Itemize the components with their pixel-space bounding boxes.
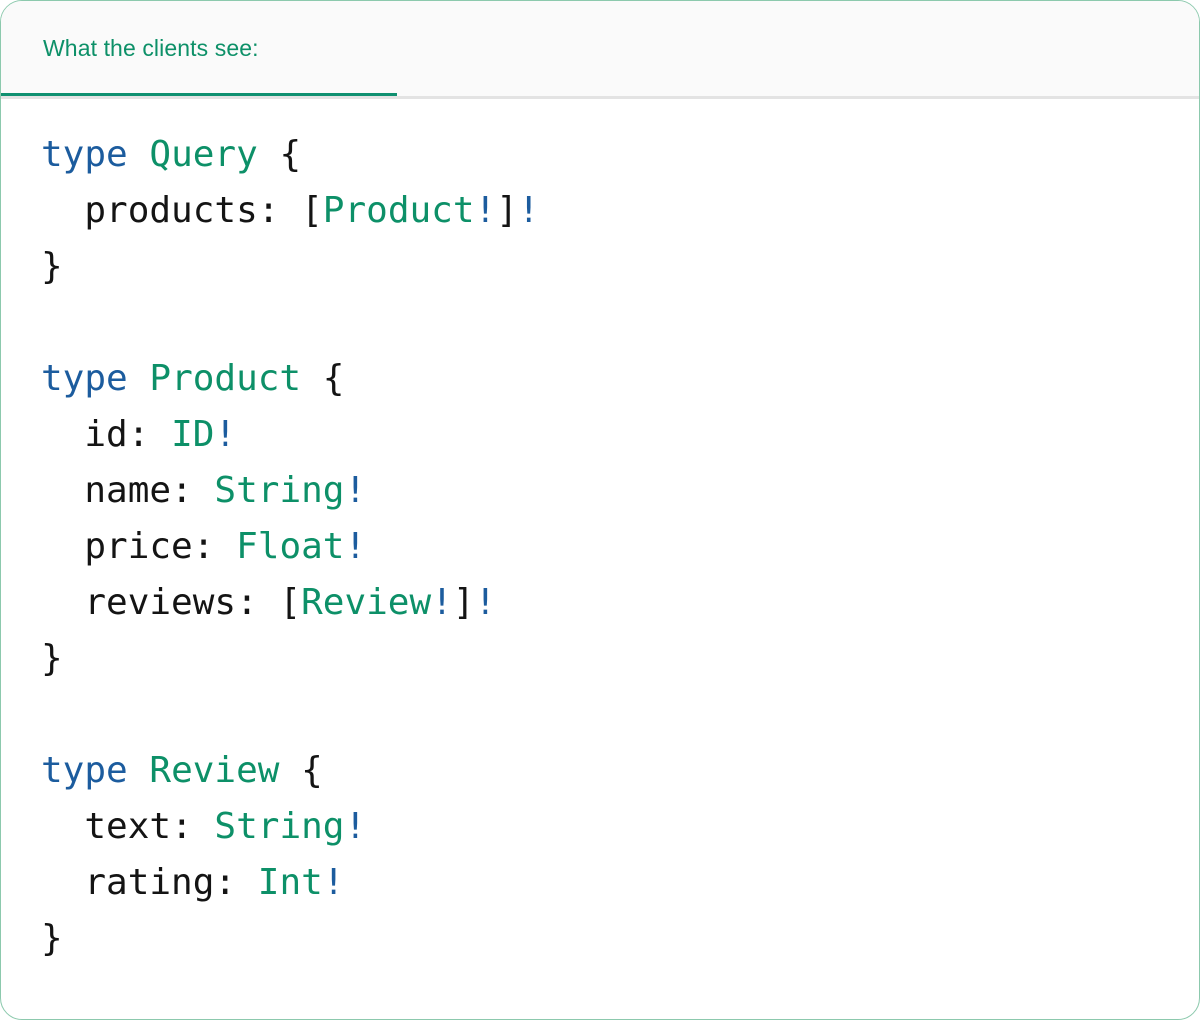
graphql-schema-code[interactable]: type Query { products: [Product!]!}type … <box>1 127 1199 967</box>
code-token-type: Review <box>149 750 280 791</box>
code-token-punct <box>149 414 171 455</box>
code-body: type Query { products: [Product!]!}type … <box>1 99 1199 967</box>
code-line <box>1 687 1199 743</box>
code-token-field: id: <box>84 414 150 455</box>
code-indent <box>41 582 84 623</box>
code-token-bang: ! <box>474 190 497 231</box>
code-line: name: String! <box>1 463 1199 519</box>
tab-label: What the clients see: <box>43 35 259 61</box>
code-token-kw: type <box>41 134 128 175</box>
code-line <box>1 295 1199 351</box>
code-token-punct: { <box>257 134 302 175</box>
code-token-bang: ! <box>344 470 367 511</box>
code-line: type Review { <box>1 743 1199 799</box>
code-line: } <box>1 239 1199 295</box>
code-token-field: reviews: <box>84 582 258 623</box>
code-token-punct: ] <box>452 582 475 623</box>
code-token-punct <box>128 750 150 791</box>
code-token-punct <box>128 358 150 399</box>
code-token-type: Review <box>301 582 432 623</box>
code-line: type Product { <box>1 351 1199 407</box>
code-line: type Query { <box>1 127 1199 183</box>
code-token-field: rating: <box>84 862 237 903</box>
tab-strip: What the clients see: <box>1 1 1199 99</box>
code-token-punct: } <box>41 918 63 959</box>
code-line: price: Float! <box>1 519 1199 575</box>
code-token-bang: ! <box>517 190 540 231</box>
code-line: id: ID! <box>1 407 1199 463</box>
code-indent <box>41 190 84 231</box>
code-indent <box>41 470 84 511</box>
code-token-type: Query <box>149 134 258 175</box>
code-token-type: ID <box>171 414 215 455</box>
code-token-bang: ! <box>344 526 367 567</box>
code-indent <box>41 862 84 903</box>
code-token-punct: [ <box>279 190 323 231</box>
code-indent <box>41 806 84 847</box>
tab-what-the-clients-see[interactable]: What the clients see: <box>1 1 397 96</box>
code-token-bang: ! <box>431 582 453 623</box>
code-token-punct: { <box>279 750 323 791</box>
code-token-field: products: <box>84 190 280 231</box>
code-token-bang: ! <box>322 862 345 903</box>
code-token-punct <box>193 470 215 511</box>
code-token-type: String <box>214 806 345 847</box>
code-token-type: Product <box>322 190 475 231</box>
code-line: text: String! <box>1 799 1199 855</box>
code-token-bang: ! <box>344 806 367 847</box>
code-token-type: Int <box>257 862 323 903</box>
code-token-punct <box>128 134 150 175</box>
code-token-punct: } <box>41 246 63 287</box>
code-line: rating: Int! <box>1 855 1199 911</box>
code-token-field: name: <box>84 470 193 511</box>
code-line: } <box>1 631 1199 687</box>
code-indent <box>41 526 84 567</box>
code-line: } <box>1 911 1199 967</box>
code-token-punct: ] <box>496 190 518 231</box>
code-line: reviews: [Review!]! <box>1 575 1199 631</box>
code-token-punct <box>193 806 215 847</box>
code-token-kw: type <box>41 358 128 399</box>
code-token-punct: } <box>41 638 63 679</box>
code-token-type: Product <box>149 358 302 399</box>
code-token-type: String <box>214 470 345 511</box>
code-token-kw: type <box>41 750 128 791</box>
code-token-type: Float <box>236 526 345 567</box>
code-token-punct: { <box>301 358 345 399</box>
code-token-field: price: <box>84 526 215 567</box>
code-token-punct: [ <box>257 582 302 623</box>
code-token-bang: ! <box>474 582 497 623</box>
code-token-field: text: <box>84 806 193 847</box>
code-indent <box>41 414 84 455</box>
code-token-punct <box>214 526 236 567</box>
code-token-bang: ! <box>214 414 237 455</box>
code-line: products: [Product!]! <box>1 183 1199 239</box>
code-token-punct <box>236 862 258 903</box>
